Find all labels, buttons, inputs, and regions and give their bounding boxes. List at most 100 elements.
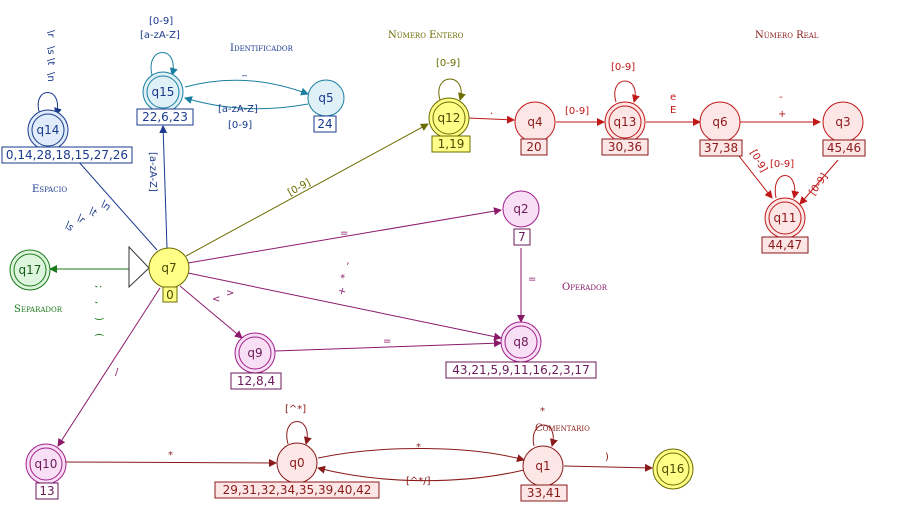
- state-q4-set: 20: [526, 140, 541, 154]
- edge-q0-loop: [286, 421, 312, 445]
- state-q17-name: q17: [19, 263, 42, 277]
- state-q13-name: q13: [614, 115, 637, 129]
- label-q15-loop-letters: [a-zA-Z]: [140, 30, 180, 41]
- label-q7-q14-s: \s: [62, 220, 76, 234]
- state-q1-set-box: 33,41: [520, 484, 568, 502]
- label-q13-q6-E: E: [670, 105, 676, 116]
- state-q16-name: q16: [662, 462, 685, 476]
- state-q7-set: 0: [166, 288, 174, 302]
- edge-q0-q1: [317, 447, 525, 462]
- state-q5-name: q5: [318, 91, 333, 105]
- edge-q12-q4: [467, 115, 515, 124]
- state-q1-set: 33,41: [527, 486, 561, 500]
- label-q2-q8: =: [528, 274, 536, 285]
- state-q2-set-box: 7: [513, 228, 531, 246]
- label-q10-q0: *: [168, 450, 173, 461]
- state-q10: q10: [25, 443, 67, 485]
- label-q9-q8: =: [383, 336, 391, 347]
- state-q0-set: 29,31,32,34,35,39,40,42: [223, 483, 372, 497]
- state-q11: q11: [764, 197, 806, 239]
- state-q17: q17: [9, 249, 51, 291]
- label-q7-q9-gt: >: [226, 288, 234, 299]
- label-q14-loop-t: \t: [45, 58, 56, 65]
- edge-q13-loop: [614, 80, 640, 103]
- state-q3-set-box: 45,46: [822, 139, 866, 157]
- state-q8: q8: [500, 321, 542, 363]
- state-q16: q16: [652, 448, 694, 490]
- label-q1-q0: [^*/]: [406, 476, 431, 487]
- state-q0-set-box: 29,31,32,34,35,39,40,42: [214, 481, 380, 499]
- state-q14-set: 0,14,28,18,15,27,26: [6, 148, 128, 162]
- edge-q7-q8: [187, 272, 502, 341]
- state-q9-set-box: 12,8,4: [230, 372, 282, 390]
- edge-q3-q11: [799, 159, 839, 205]
- state-q10-set-box: 13: [35, 482, 59, 500]
- group-label-espacio: Espacio: [32, 184, 67, 195]
- state-q5-set: 24: [317, 117, 332, 131]
- state-q8-set: 43,21,5,9,11,16,2,3,17: [452, 363, 589, 377]
- state-q13: q13: [604, 101, 646, 143]
- edge-q7-q15: [159, 125, 168, 249]
- state-q12-name: q12: [438, 111, 461, 125]
- label-q0-q1: *: [416, 442, 421, 453]
- edge-q7-q2: [187, 207, 502, 264]
- label-q5-q15-letters: [a-zA-Z]: [218, 104, 258, 115]
- edge-q7-q14: [69, 151, 158, 251]
- state-q9-set: 12,8,4: [237, 374, 275, 388]
- label-q7-q14-t: \t: [86, 206, 99, 219]
- state-q7-set-box: 0: [162, 286, 178, 303]
- label-q13-q6-e: e: [670, 92, 676, 103]
- start-arrow-icon: [128, 245, 150, 289]
- state-q3-name: q3: [835, 115, 850, 129]
- label-q7-q12: [0-9]: [286, 177, 313, 198]
- label-q1-q16: ): [605, 452, 609, 463]
- group-label-comentario: Comentario: [535, 423, 590, 434]
- edge-q1-q16: [563, 463, 653, 472]
- label-q7-q17-rparen: ): [93, 317, 104, 321]
- label-q11-loop: [0-9]: [770, 159, 794, 170]
- label-q7-q2: =: [340, 228, 348, 239]
- state-q11-name: q11: [774, 211, 797, 225]
- label-q0-loop: [^*]: [285, 404, 306, 415]
- state-q6-set: 37,38: [704, 141, 738, 155]
- state-q9: q9: [234, 332, 276, 374]
- state-q14: q14: [27, 109, 69, 151]
- state-q14-set-box: 0,14,28,18,15,27,26: [1, 146, 133, 164]
- label-q6-q3-minus: -: [779, 92, 783, 103]
- state-q1: q1: [522, 445, 564, 487]
- label-q12-q4: .: [490, 106, 493, 117]
- label-q7-q17-comma: ,: [93, 301, 104, 304]
- state-q15: q15: [142, 71, 184, 113]
- edge-q15-loop: [150, 52, 178, 76]
- state-q0: q0: [276, 442, 318, 484]
- state-q3: q3: [822, 101, 864, 143]
- label-q6-q3-plus: +: [778, 109, 786, 120]
- state-q7-name: q7: [161, 261, 176, 275]
- label-q5-q15-digits: [0-9]: [228, 120, 252, 131]
- state-q6: q6: [699, 101, 741, 143]
- group-label-identificador: Identificador: [230, 43, 294, 54]
- state-q6-set-box: 37,38: [699, 139, 743, 157]
- edge-q14-loop: [37, 92, 62, 116]
- state-q14-name: q14: [37, 123, 60, 137]
- label-q7-q9-lt: <: [212, 294, 220, 305]
- group-label-separador: Separador: [14, 304, 63, 315]
- state-q4-name: q4: [527, 115, 542, 129]
- group-label-operador: Operador: [562, 282, 608, 293]
- label-q14-loop-cr: \r: [45, 30, 56, 38]
- state-q12: q12: [428, 97, 470, 139]
- label-q14-loop-s: \s: [45, 46, 56, 55]
- state-q12-set: 1,19: [438, 137, 465, 151]
- label-q7-q15: [a-zA-Z]: [147, 152, 158, 192]
- label-q1-loop: *: [540, 406, 545, 417]
- state-q2: q2: [502, 190, 540, 228]
- state-q5: q5: [307, 79, 345, 117]
- state-q15-set-box: 22,6,23: [136, 108, 194, 126]
- edge-q1-loop: [532, 424, 558, 447]
- edge-q15-q5: [184, 79, 309, 96]
- state-q10-set: 13: [39, 484, 54, 498]
- state-q11-set: 44,47: [768, 238, 802, 252]
- state-q1-name: q1: [535, 459, 550, 473]
- label-q7-q14-n: \n: [98, 199, 113, 214]
